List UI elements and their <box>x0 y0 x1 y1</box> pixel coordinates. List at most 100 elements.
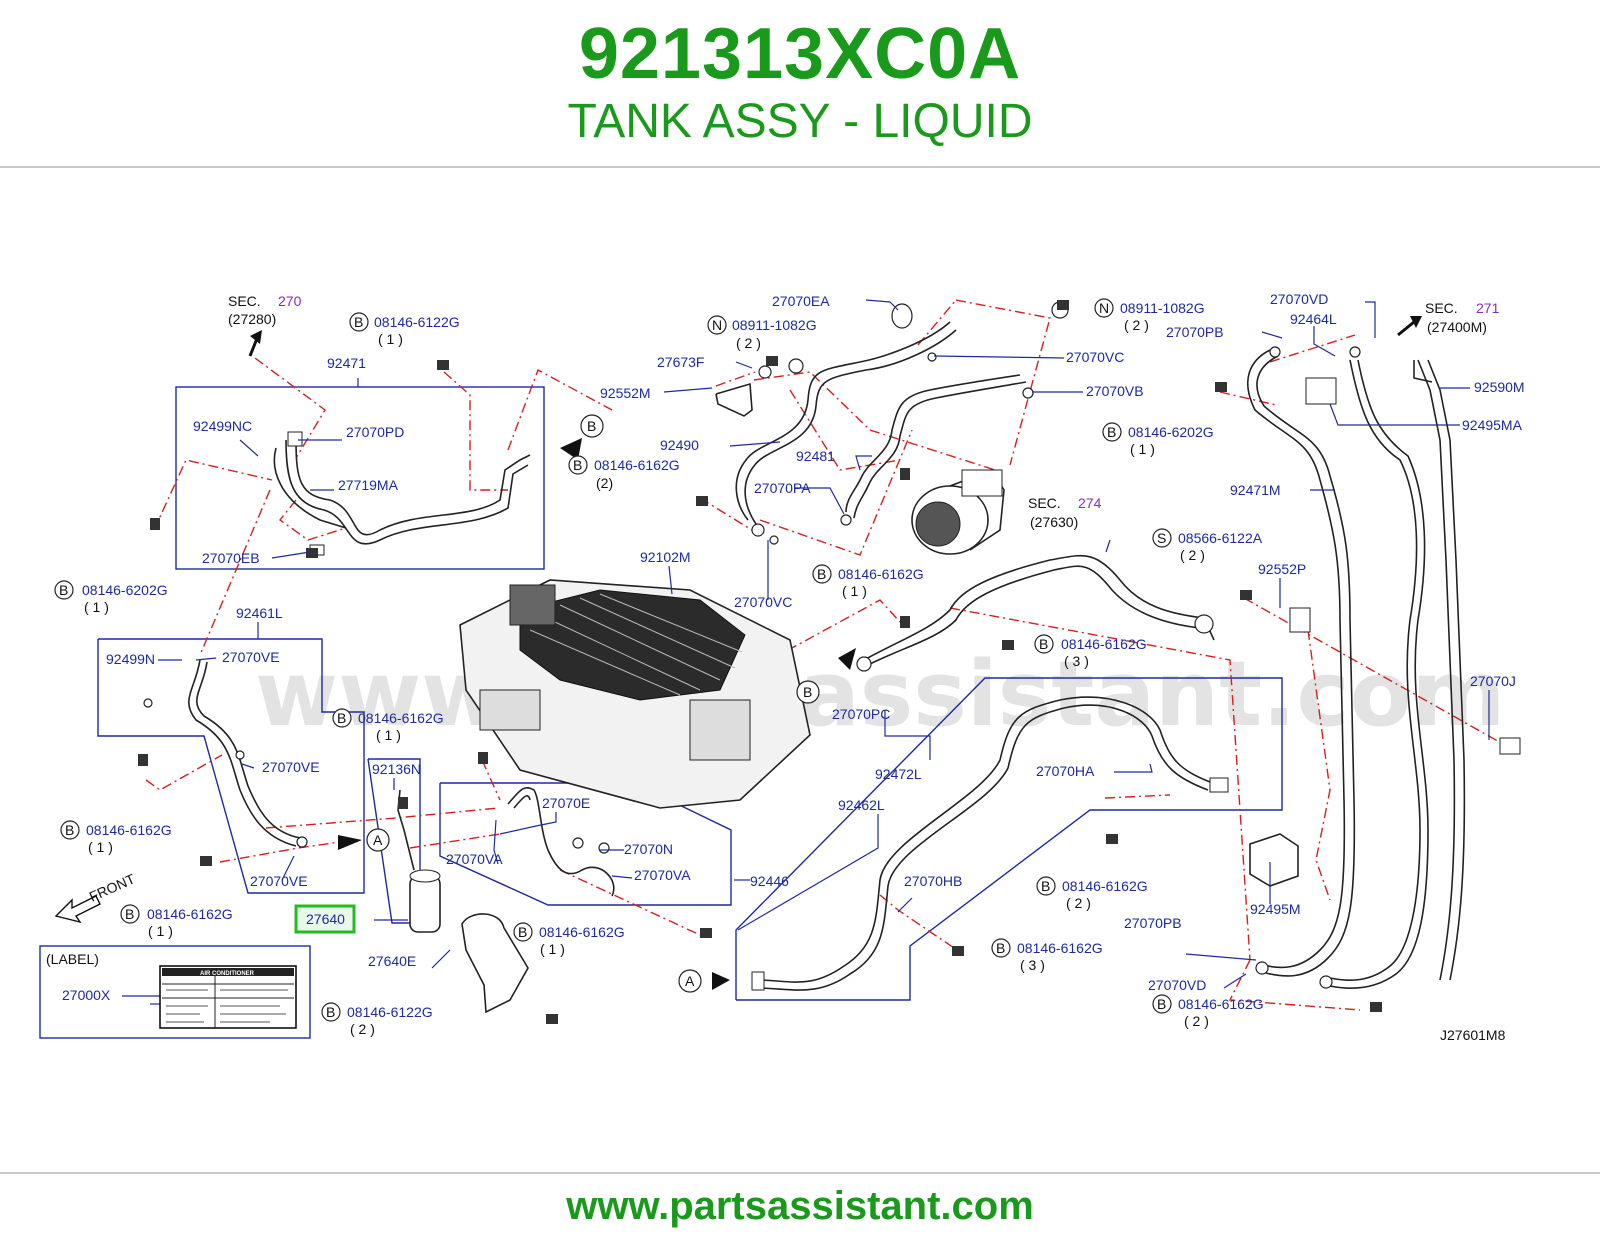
svg-text:B: B <box>65 822 74 838</box>
label-27070e[interactable]: 27070E <box>542 795 590 811</box>
callout-08146-6202g-left[interactable]: B 08146-6202G ( 1 ) <box>54 580 168 615</box>
label-27070ve-a[interactable]: 27070VE <box>222 649 280 665</box>
label-92102m[interactable]: 92102M <box>640 549 691 565</box>
label-27070vd-a[interactable]: 27070VD <box>1270 291 1328 307</box>
label-27070pa[interactable]: 27070PA <box>754 480 811 496</box>
label-92136n[interactable]: 92136N <box>372 761 421 777</box>
section-ref-270[interactable]: SEC. 270 (27280) <box>228 293 302 327</box>
svg-text:B: B <box>125 906 134 922</box>
label-27070pb-a[interactable]: 27070PB <box>1166 324 1224 340</box>
label-27070vc-b[interactable]: 27070VC <box>1066 349 1124 365</box>
label-27719ma[interactable]: 27719MA <box>338 477 399 493</box>
svg-text:B: B <box>1107 424 1116 440</box>
svg-text:08911-1082G: 08911-1082G <box>1120 300 1205 316</box>
assembly-guide-lines <box>145 299 1511 1011</box>
callout-08146-6162g-92462l[interactable]: B 08146-6162G ( 2 ) <box>1036 876 1148 911</box>
label-27070pc[interactable]: 27070PC <box>832 706 890 722</box>
section-ref-271[interactable]: SEC. 271 (27400M) <box>1425 300 1500 335</box>
callout-08146-6162g-tank[interactable]: B 08146-6162G ( 1 ) <box>513 922 625 957</box>
callout-08566-6122a[interactable]: S 08566-6122A ( 2 ) <box>1152 528 1263 563</box>
svg-text:B: B <box>59 582 68 598</box>
label-27070ha[interactable]: 27070HA <box>1036 763 1095 779</box>
svg-text:( 1 ): ( 1 ) <box>1130 441 1155 457</box>
label-92481[interactable]: 92481 <box>796 448 835 464</box>
label-27070j[interactable]: 27070J <box>1470 673 1516 689</box>
callout-08146-6162g-92136n[interactable]: B 08146-6162G ( 1 ) <box>332 708 444 743</box>
label-92552m[interactable]: 92552M <box>600 385 651 401</box>
label-27673f[interactable]: 27673F <box>657 354 704 370</box>
label-27070vb[interactable]: 27070VB <box>1086 383 1144 399</box>
parts-diagram: www.partsassistant.com <box>39 291 1525 1043</box>
label-92471m[interactable]: 92471M <box>1230 482 1281 498</box>
bracket-27640e <box>461 913 529 1014</box>
section-ref-274[interactable]: SEC. 274 (27630) <box>1028 495 1102 530</box>
callout-08146-6162g-left-mid[interactable]: B 08146-6162G ( 1 ) <box>60 820 172 855</box>
label-27070vc-a[interactable]: 27070VC <box>734 594 792 610</box>
callout-08146-6162g-27070hb[interactable]: B 08146-6162G ( 3 ) <box>991 938 1103 973</box>
label-92499n[interactable]: 92499N <box>106 651 155 667</box>
label-27070eb[interactable]: 27070EB <box>202 550 260 566</box>
callout-08146-6122g-top[interactable]: B 08146-6122G ( 1 ) <box>349 312 460 347</box>
label-27070ve-c[interactable]: 27070VE <box>250 873 308 889</box>
bracket-27673f <box>715 382 753 417</box>
label-92446[interactable]: 92446 <box>750 873 789 889</box>
label-27070ve-b[interactable]: 27070VE <box>262 759 320 775</box>
callout-08911-1082g-right[interactable]: N 08911-1082G ( 2 ) <box>1094 298 1205 333</box>
front-label: FRONT <box>87 870 138 904</box>
label-27070va-b[interactable]: 27070VA <box>634 867 691 883</box>
label-27070vd-b[interactable]: 27070VD <box>1148 977 1206 993</box>
label-27000x[interactable]: 27000X <box>62 987 111 1003</box>
markers: B B A A <box>366 414 820 993</box>
callout-08911-1082g-left[interactable]: N 08911-1082G ( 2 ) <box>707 315 817 351</box>
svg-text:08146-6162G: 08146-6162G <box>594 457 680 473</box>
svg-text:08146-6202G: 08146-6202G <box>82 582 168 598</box>
label-27070hb[interactable]: 27070HB <box>904 873 962 889</box>
footer-url-link[interactable]: www.partsassistant.com <box>566 1184 1034 1228</box>
svg-text:( 2 ): ( 2 ) <box>1184 1013 1209 1029</box>
group-box-92462l <box>735 677 1283 1001</box>
callout-08146-6162g-bottom-right[interactable]: B 08146-6162G ( 2 ) <box>1152 994 1264 1029</box>
svg-text:B: B <box>1041 878 1050 894</box>
label-27640[interactable]: 27640 <box>306 911 345 927</box>
callout-08146-6162g-center[interactable]: B 08146-6162G ( 1 ) <box>812 564 924 599</box>
svg-text:08911-1082G: 08911-1082G <box>732 317 817 333</box>
svg-text:( 1 ): ( 1 ) <box>148 923 173 939</box>
label-box-title: (LABEL) <box>46 951 99 967</box>
label-92490[interactable]: 92490 <box>660 437 699 453</box>
label-92552p[interactable]: 92552P <box>1258 561 1306 577</box>
pipe-92462l <box>751 696 1229 991</box>
label-92462l[interactable]: 92462L <box>838 797 885 813</box>
callout-08146-6122g-bottom[interactable]: B 08146-6122G ( 2 ) <box>321 1002 433 1037</box>
callout-08146-6162g-upper[interactable]: B 08146-6162G (2) <box>568 455 680 491</box>
svg-text:SEC.: SEC. <box>228 293 261 309</box>
svg-text:B: B <box>518 924 527 940</box>
label-92471[interactable]: 92471 <box>327 355 366 371</box>
label-92472l[interactable]: 92472L <box>875 766 922 782</box>
part-name-subtitle: TANK ASSY - LIQUID <box>567 95 1033 148</box>
svg-text:B: B <box>1157 996 1166 1012</box>
label-92461l[interactable]: 92461L <box>236 605 283 621</box>
part-labels: 92471 92499NC 27070PD 27719MA 27070EB 27… <box>106 291 1525 993</box>
label-92495ma[interactable]: 92495MA <box>1462 417 1523 433</box>
svg-text:08146-6122G: 08146-6122G <box>374 314 460 330</box>
label-92495m[interactable]: 92495M <box>1250 901 1301 917</box>
label-92590m[interactable]: 92590M <box>1474 379 1525 395</box>
svg-text:N: N <box>712 317 722 333</box>
svg-text:08146-6162G: 08146-6162G <box>838 566 924 582</box>
label-27070ea[interactable]: 27070EA <box>772 293 830 309</box>
label-92499nc[interactable]: 92499NC <box>193 418 252 434</box>
label-92464l[interactable]: 92464L <box>1290 311 1337 327</box>
label-27070n[interactable]: 27070N <box>624 841 673 857</box>
svg-text:08566-6122A: 08566-6122A <box>1178 530 1263 546</box>
label-27640e[interactable]: 27640E <box>368 953 416 969</box>
label-27070pb-b[interactable]: 27070PB <box>1124 915 1182 931</box>
callout-08146-6162g-left-low[interactable]: B 08146-6162G ( 1 ) <box>120 904 233 939</box>
part-number-title: 921313XC0A <box>578 14 1022 94</box>
callout-08146-6202g-right[interactable]: B 08146-6202G ( 1 ) <box>1102 422 1214 457</box>
svg-text:( 2 ): ( 2 ) <box>1066 895 1091 911</box>
highlighted-part-27640[interactable]: 27640 <box>294 904 356 934</box>
label-27070pd[interactable]: 27070PD <box>346 424 404 440</box>
svg-text:B: B <box>354 314 363 330</box>
label-27070va-a[interactable]: 27070VA <box>446 851 503 867</box>
callout-08146-6162g-mid-right[interactable]: B 08146-6162G ( 3 ) <box>1034 634 1147 669</box>
